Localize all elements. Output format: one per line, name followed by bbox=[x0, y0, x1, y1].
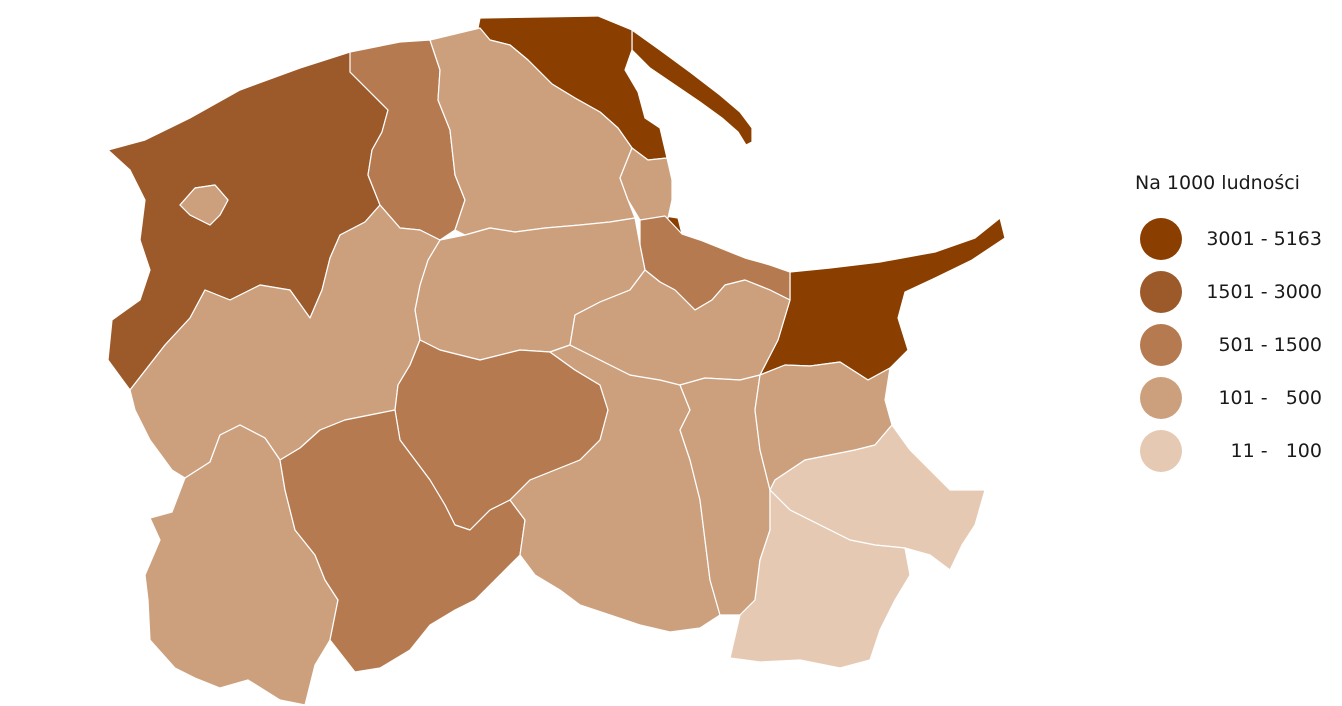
legend-label: 11 - 100 bbox=[1230, 439, 1322, 462]
region-tczew[interactable] bbox=[569, 269, 791, 386]
region-hel-peninsula[interactable] bbox=[631, 29, 753, 146]
legend-label: 3001 - 5163 bbox=[1206, 227, 1322, 250]
legend-swatch bbox=[1140, 429, 1182, 472]
legend-swatch bbox=[1140, 217, 1182, 260]
legend-swatch bbox=[1140, 323, 1182, 366]
legend-item: 501 - 1500 bbox=[1135, 318, 1342, 371]
legend-item: 1501 - 3000 bbox=[1135, 265, 1342, 318]
legend-swatch bbox=[1140, 270, 1182, 313]
legend-label: 501 - 1500 bbox=[1218, 333, 1322, 356]
legend-item: 101 - 500 bbox=[1135, 371, 1342, 424]
legend-item: 3001 - 5163 bbox=[1135, 212, 1342, 265]
legend-title: Na 1000 ludności bbox=[1135, 172, 1300, 194]
legend-items: 3001 - 5163 1501 - 3000 501 - 1500 101 -… bbox=[1135, 212, 1342, 477]
legend-item: 11 - 100 bbox=[1135, 424, 1342, 477]
legend-label: 101 - 500 bbox=[1218, 386, 1322, 409]
region-slupsk-city[interactable] bbox=[179, 184, 229, 226]
region-kwidzyn-south[interactable] bbox=[729, 489, 911, 669]
legend-swatch bbox=[1140, 376, 1182, 419]
legend-label: 1501 - 3000 bbox=[1206, 280, 1322, 303]
region-gdynia[interactable] bbox=[619, 147, 673, 226]
region-nowy-dwor-gdanski[interactable] bbox=[759, 217, 1006, 381]
map-legend: Na 1000 ludności 3001 - 5163 1501 - 3000… bbox=[1135, 172, 1342, 477]
